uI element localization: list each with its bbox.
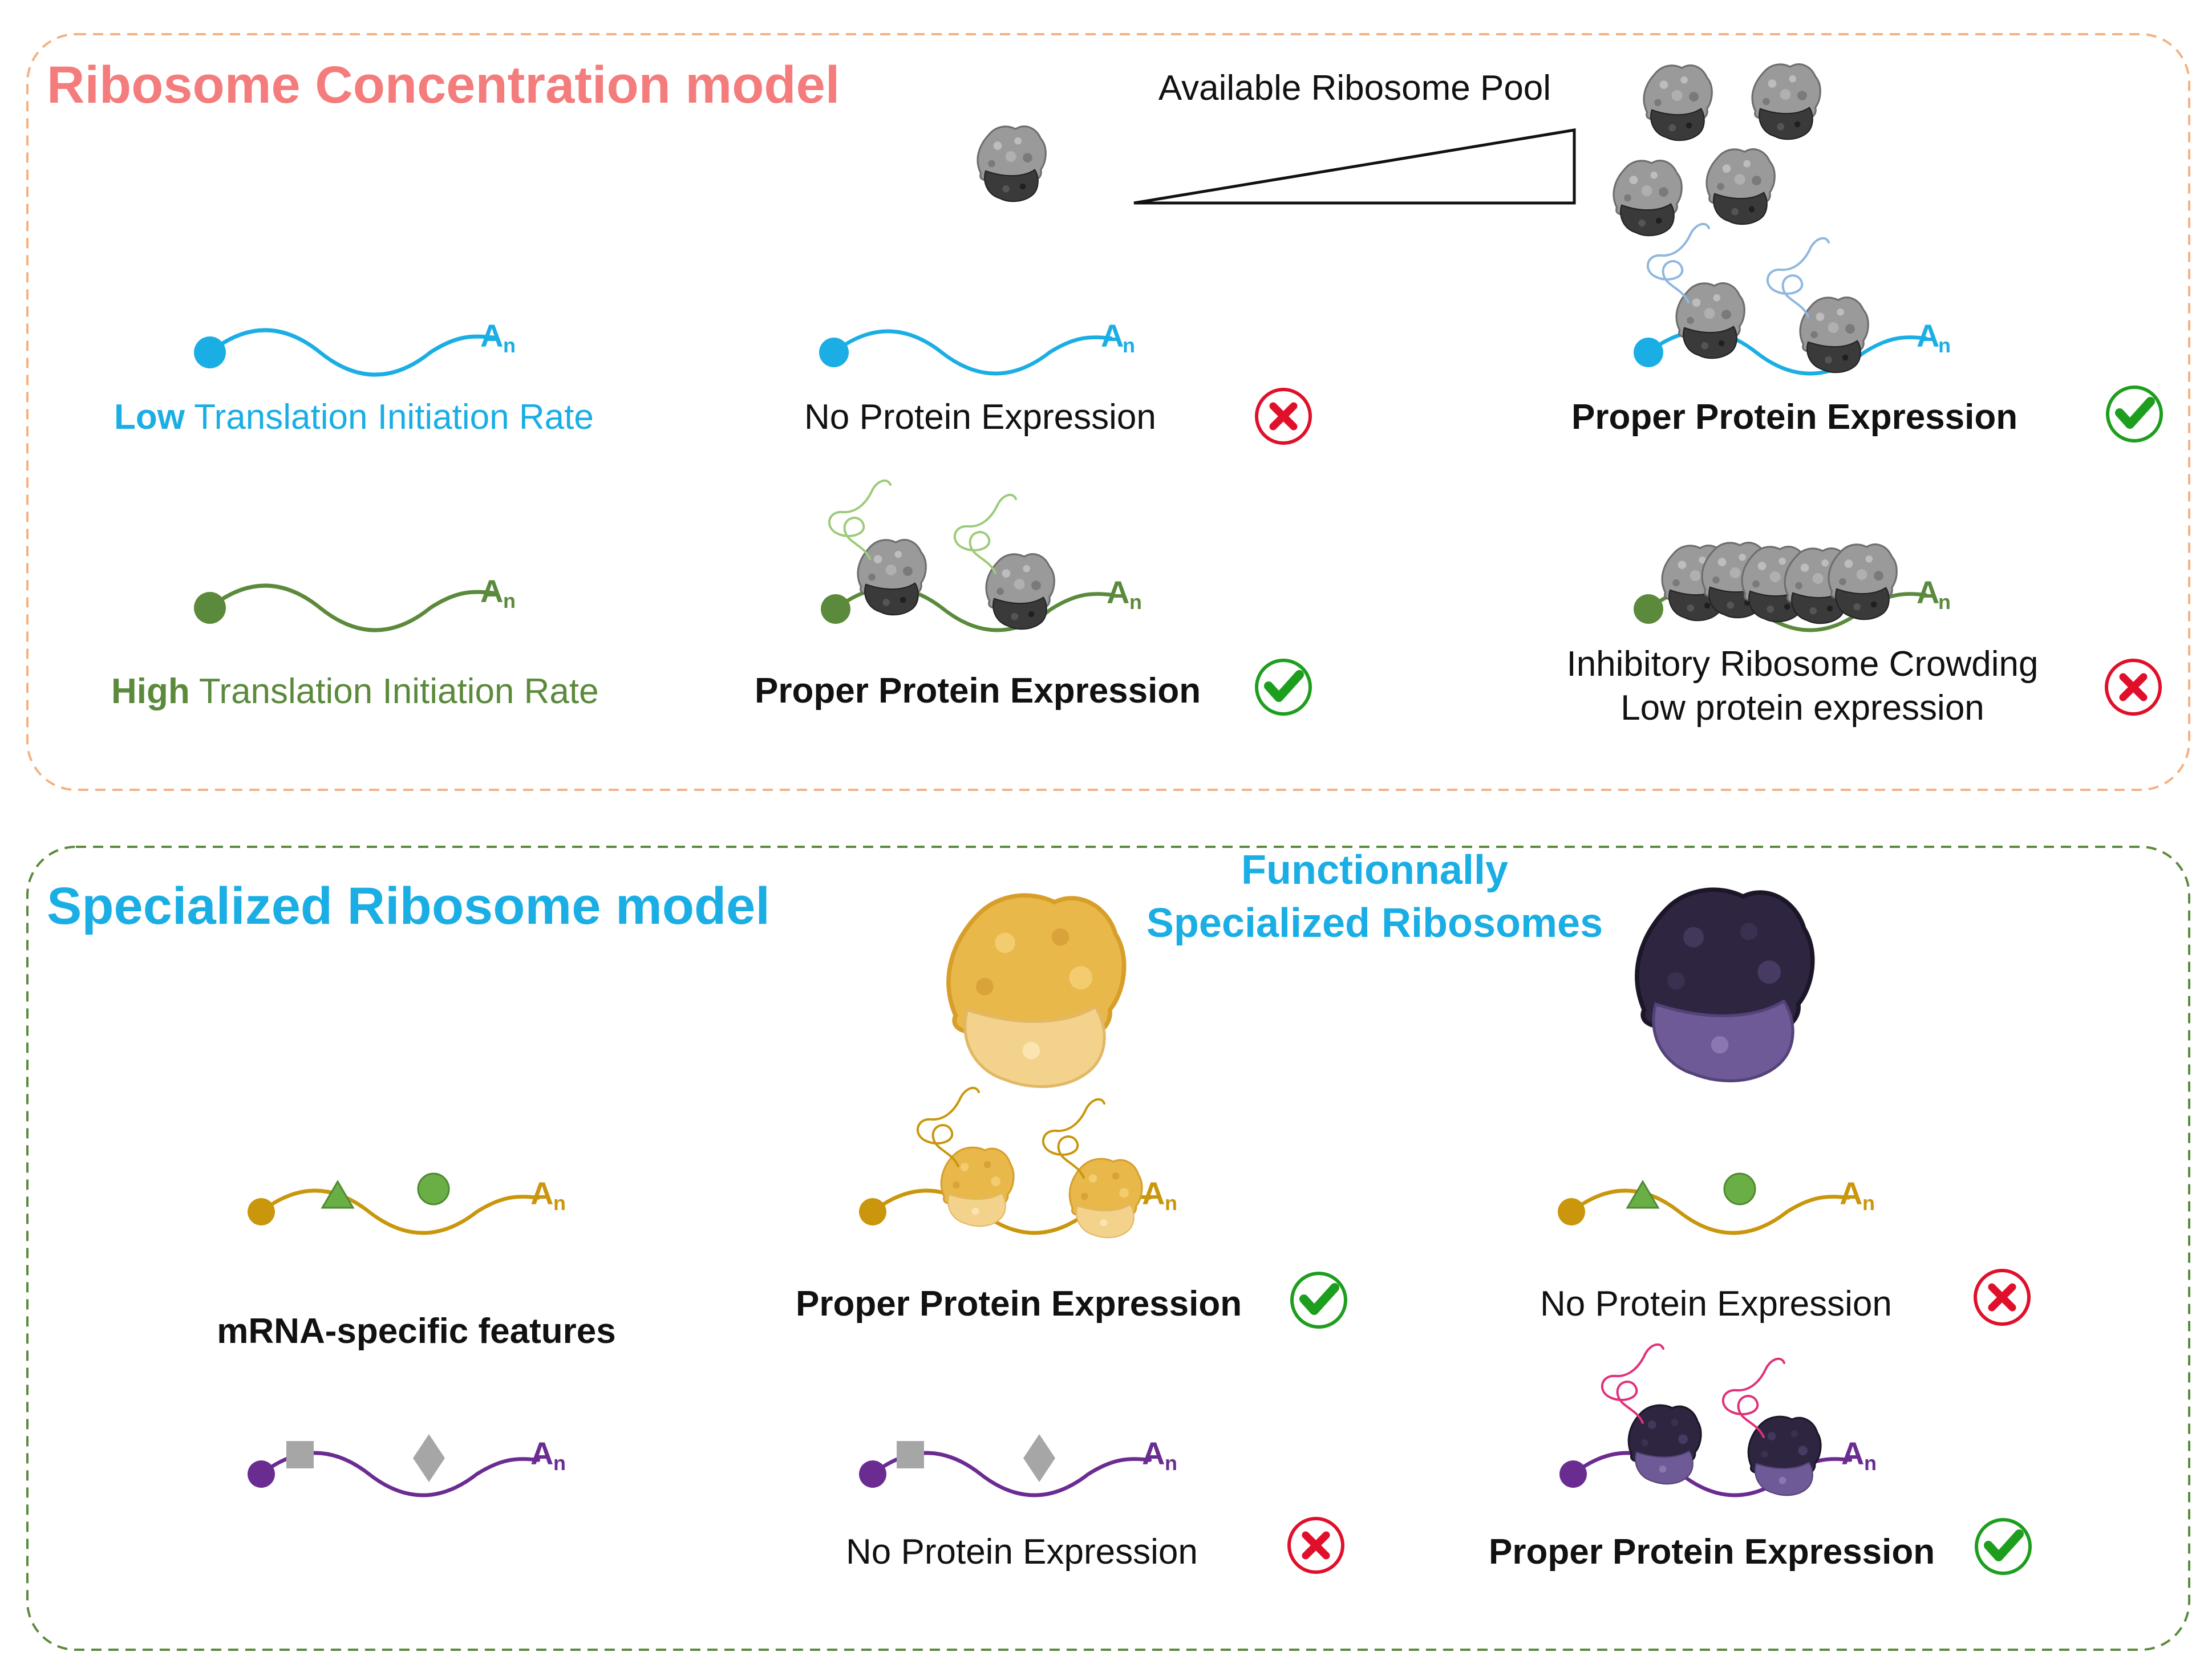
cross-circle-icon [2106, 660, 2160, 714]
ribosome-icon [985, 553, 1055, 630]
svg-text:A: A [1841, 1435, 1864, 1471]
svg-text:n: n [503, 589, 516, 612]
gold-mrna-features: A n [248, 1172, 566, 1233]
svg-text:n: n [1938, 334, 1951, 357]
inhibitory-crowding-label: Inhibitory Ribosome Crowding [1566, 644, 2038, 684]
low-initiation-mrna: A n [194, 318, 516, 375]
svg-text:n: n [553, 1451, 566, 1475]
svg-text:A: A [530, 1435, 553, 1471]
no-expression-label: No Protein Expression [1540, 1284, 1892, 1324]
low-expression-label: Low protein expression [1620, 688, 1984, 728]
high-initiation-mrna-small-pool: A n [821, 574, 1142, 630]
check-circle-icon [1976, 1520, 2030, 1573]
ribosome-icon [1799, 297, 1869, 374]
ribosome-pool-label: Available Ribosome Pool [1158, 68, 1551, 108]
svg-text:A: A [1917, 574, 1939, 610]
proper-expression-label: Proper Protein Expression [1489, 1532, 1935, 1572]
svg-text:n: n [1165, 1191, 1177, 1215]
high-initiation-mrna: A n [194, 573, 516, 630]
svg-text:A: A [1101, 318, 1124, 354]
specialized-subtitle-line2: Specialized Ribosomes [1146, 900, 1603, 946]
svg-text:n: n [1129, 590, 1142, 614]
specialized-model-title: Specialized Ribosome model [47, 877, 770, 935]
svg-text:A: A [1142, 1175, 1165, 1211]
check-circle-icon [1257, 660, 1310, 714]
svg-text:A: A [1107, 574, 1129, 610]
ribosome-icon [1637, 890, 1813, 1081]
no-expression-label: No Protein Expression [846, 1532, 1198, 1572]
purple-mrna-with-purple-ribosomes: A n [1559, 1435, 1877, 1495]
concentration-model-title: Ribosome Concentration model [47, 56, 840, 114]
check-circle-icon [2108, 387, 2161, 441]
svg-text:A: A [480, 318, 503, 354]
ribosome-icon [1705, 148, 1776, 225]
check-circle-icon [1292, 1273, 1346, 1327]
proper-expression-label: Proper Protein Expression [796, 1284, 1242, 1324]
low-initiation-rate-label: Low Translation Initiation Rate [114, 397, 594, 437]
gold-mrna-with-gold-ribosomes: A n [859, 1175, 1177, 1233]
svg-text:n: n [503, 334, 516, 357]
svg-text:A: A [1917, 318, 1939, 354]
svg-text:n: n [1123, 334, 1135, 357]
ribosome-icon [1747, 1415, 1822, 1496]
cross-circle-icon [1289, 1519, 1343, 1572]
cross-circle-icon [1975, 1271, 2029, 1324]
svg-text:n: n [1938, 590, 1951, 614]
proper-expression-label: Proper Protein Expression [1571, 397, 2017, 437]
ribosome-icon [1675, 282, 1745, 359]
high-initiation-rate-label: High Translation Initiation Rate [111, 672, 599, 711]
gold-mrna-with-purple-ribosomes: A n [1558, 1172, 1875, 1233]
ribosome-icon [977, 125, 1047, 202]
purple-mrna-with-gold-ribosomes: A n [859, 1434, 1177, 1495]
concentration-panel-border [26, 33, 2190, 791]
ribosome-icon [949, 895, 1124, 1086]
ribosome-icon [940, 1146, 1015, 1227]
svg-text:A: A [1840, 1175, 1862, 1211]
proper-expression-label: Proper Protein Expression [755, 671, 1201, 711]
svg-text:A: A [480, 573, 503, 609]
svg-text:n: n [1165, 1451, 1177, 1475]
svg-text:A: A [1142, 1435, 1165, 1471]
svg-text:n: n [1862, 1191, 1875, 1215]
purple-mrna-features: A n [248, 1434, 566, 1495]
high-initiation-mrna-large-pool: A n [1634, 574, 1951, 630]
mrna-specific-features-label: mRNA-specific features [217, 1312, 615, 1351]
svg-text:n: n [553, 1191, 566, 1215]
no-expression-label: No Protein Expression [804, 397, 1156, 437]
low-initiation-mrna-small-pool: A n [819, 318, 1135, 374]
ribosome-pool-wedge [1133, 128, 1576, 205]
svg-text:A: A [530, 1175, 553, 1211]
specialized-subtitle-line1: Functionnally [1241, 847, 1508, 893]
ribosome-icon [1828, 543, 1898, 620]
ribosome-icon [1751, 63, 1821, 140]
ribosome-icon [857, 539, 927, 616]
low-initiation-mrna-large-pool: A n [1634, 318, 1951, 374]
ribosome-icon [1613, 160, 1683, 237]
cross-circle-icon [1257, 389, 1310, 443]
svg-text:n: n [1864, 1451, 1877, 1475]
ribosome-icon [1643, 64, 1713, 141]
specialized-panel-border [26, 846, 2190, 1651]
